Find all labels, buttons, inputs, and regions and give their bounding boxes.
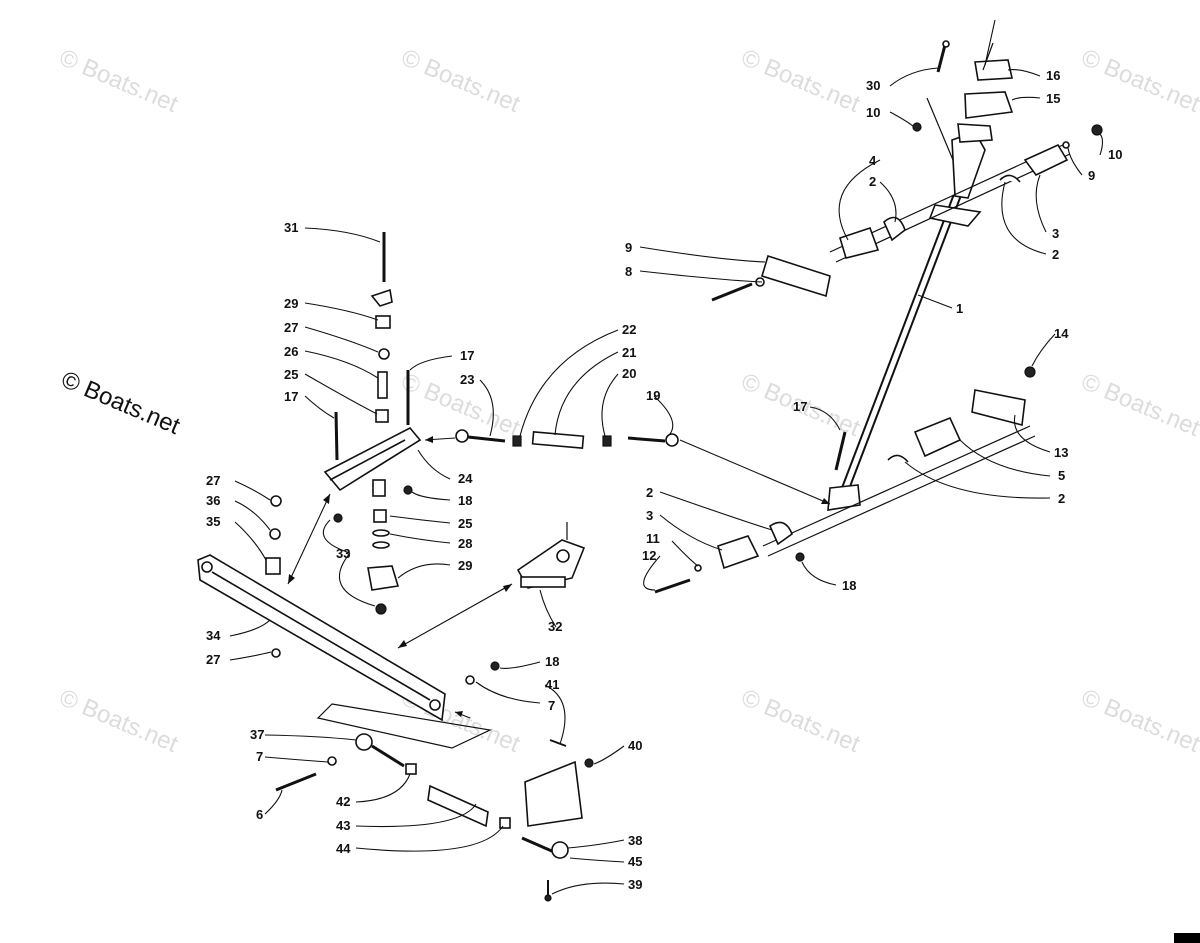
- spindle-assembly-part: [275, 661, 594, 902]
- callout-6: 6: [256, 807, 263, 822]
- callout-27: 27: [206, 473, 220, 488]
- callout-21: 21: [622, 345, 636, 360]
- callout-18: 18: [545, 654, 559, 669]
- callout-8: 8: [625, 264, 632, 279]
- callout-43: 43: [336, 818, 350, 833]
- callout-24: 24: [458, 471, 473, 486]
- callout-42: 42: [336, 794, 350, 809]
- callout-10: 10: [866, 105, 880, 120]
- callout-25: 25: [284, 367, 298, 382]
- callout-20: 20: [622, 366, 636, 381]
- upper-axle-part: [711, 124, 1103, 302]
- callout-39: 39: [628, 877, 642, 892]
- callout-31: 31: [284, 220, 298, 235]
- callout-34: 34: [206, 628, 221, 643]
- handlebar-clamp-part: [912, 40, 1014, 161]
- callout-3: 3: [1052, 226, 1059, 241]
- callout-36: 36: [206, 493, 220, 508]
- callout-19: 19: [646, 388, 660, 403]
- connection-arrows: [287, 436, 831, 719]
- corner-mark: [1174, 933, 1200, 943]
- callout-27: 27: [284, 320, 298, 335]
- callout-7: 7: [548, 698, 555, 713]
- callout-1: 1: [956, 301, 963, 316]
- callout-37: 37: [250, 727, 264, 742]
- callout-labels: 30 16 15 10 10 9 4 2 3 2 9 8 1 14 13 5 2…: [206, 68, 1122, 892]
- callout-29: 29: [458, 558, 472, 573]
- callout-29: 29: [284, 296, 298, 311]
- callout-44: 44: [336, 841, 351, 856]
- drag-link-part: [197, 495, 492, 749]
- steering-arm-part: [516, 522, 586, 589]
- callout-38: 38: [628, 833, 642, 848]
- callout-17: 17: [284, 389, 298, 404]
- callout-23: 23: [460, 372, 474, 387]
- leader-lines: [229, 19, 1104, 895]
- callout-11: 11: [646, 531, 660, 546]
- callout-9: 9: [1088, 168, 1095, 183]
- callout-22: 22: [622, 322, 636, 337]
- callout-26: 26: [284, 344, 298, 359]
- callout-7: 7: [256, 749, 263, 764]
- callout-4: 4: [869, 153, 877, 168]
- callout-40: 40: [628, 738, 642, 753]
- callout-2: 2: [869, 174, 876, 189]
- callout-9: 9: [625, 240, 632, 255]
- callout-14: 14: [1054, 326, 1069, 341]
- callout-33: 33: [336, 546, 350, 561]
- callout-32: 32: [548, 619, 562, 634]
- callout-3: 3: [646, 508, 653, 523]
- callout-2: 2: [646, 485, 653, 500]
- callout-17: 17: [793, 399, 807, 414]
- callout-2: 2: [1052, 247, 1059, 262]
- callout-35: 35: [206, 514, 220, 529]
- callout-15: 15: [1046, 91, 1060, 106]
- callout-27: 27: [206, 652, 220, 667]
- callout-12: 12: [642, 548, 656, 563]
- callout-17: 17: [460, 348, 474, 363]
- callout-16: 16: [1046, 68, 1060, 83]
- bellcrank-part: [323, 232, 422, 615]
- callout-28: 28: [458, 536, 472, 551]
- callout-30: 30: [866, 78, 880, 93]
- callout-2: 2: [1058, 491, 1065, 506]
- callout-5: 5: [1058, 468, 1065, 483]
- callout-45: 45: [628, 854, 642, 869]
- callout-18: 18: [842, 578, 856, 593]
- callout-18: 18: [458, 493, 472, 508]
- callout-13: 13: [1054, 445, 1068, 460]
- tie-rod-part: [455, 429, 679, 450]
- callout-25: 25: [458, 516, 472, 531]
- lower-axle-part: [654, 366, 1036, 594]
- callout-10: 10: [1108, 147, 1122, 162]
- steering-post-part: [827, 123, 993, 511]
- callout-41: 41: [545, 677, 559, 692]
